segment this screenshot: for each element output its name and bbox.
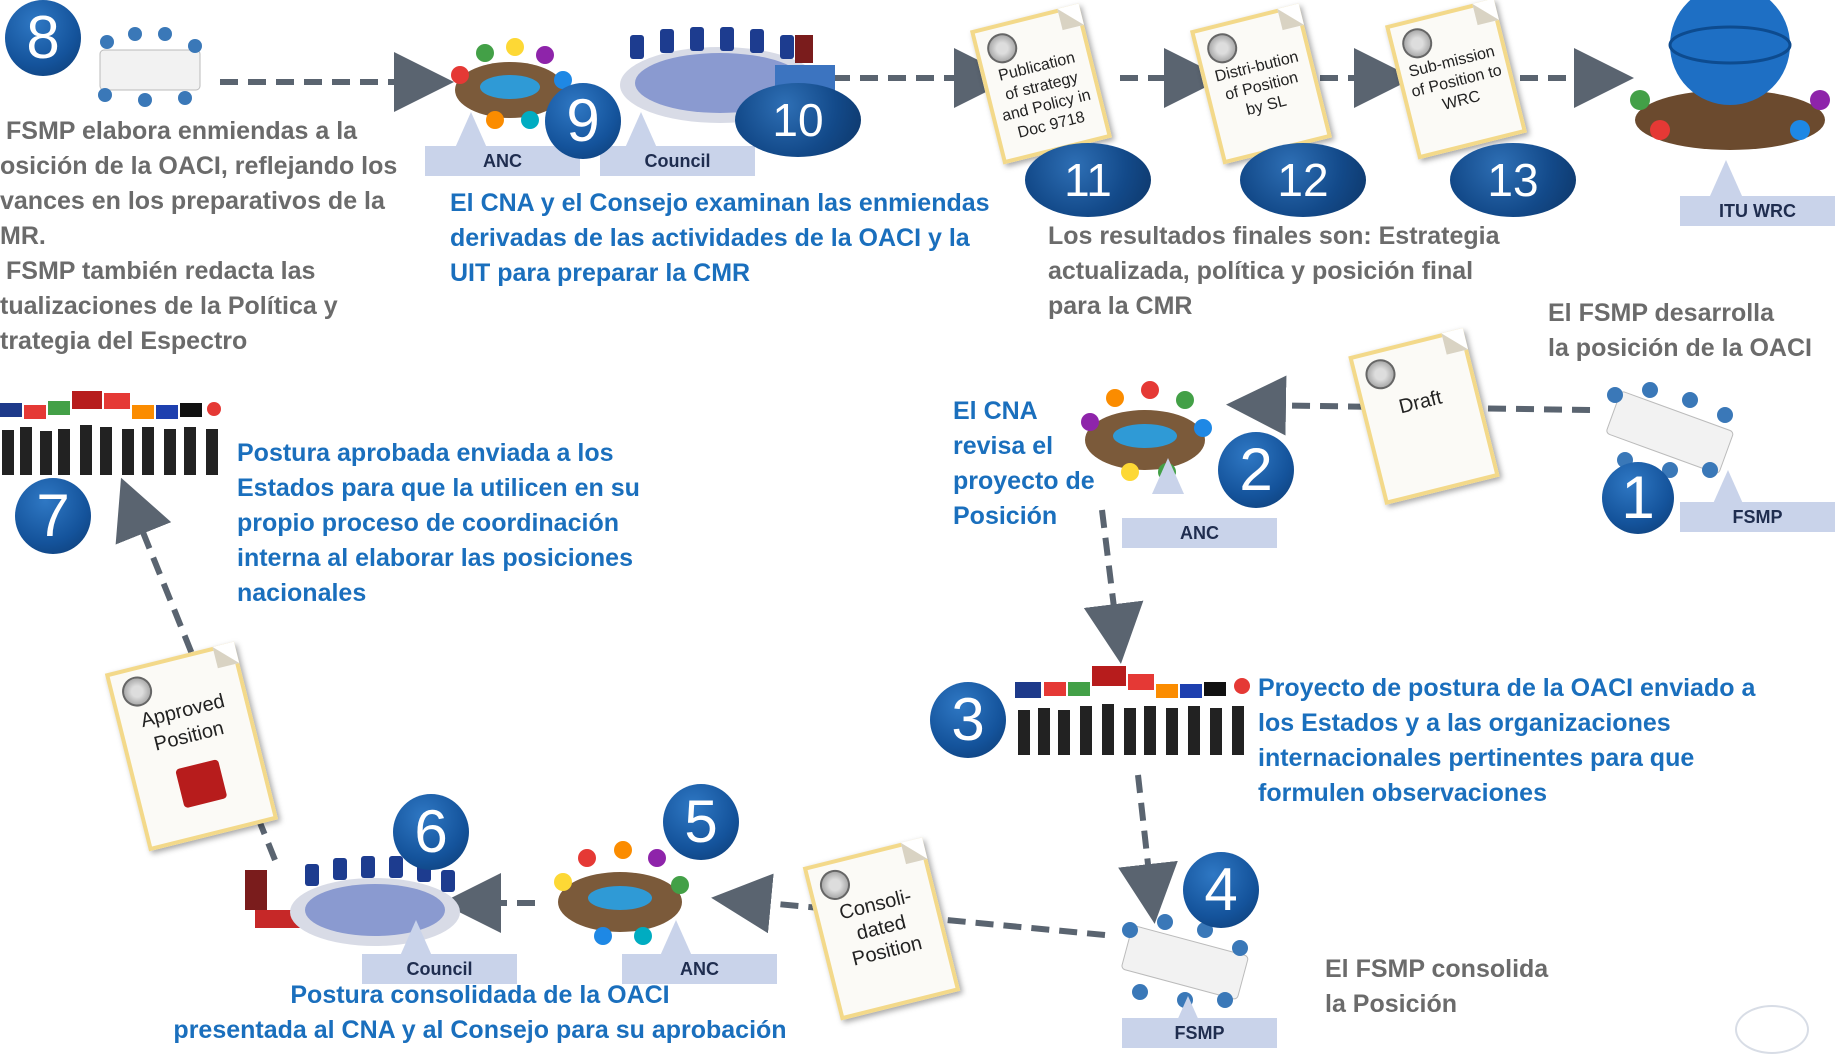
step-number-12: 12 (1240, 143, 1366, 217)
text-line: Postura aprobada enviada a los (237, 439, 614, 467)
text-line: Posición (953, 502, 1058, 530)
text-line: nacionales (237, 579, 367, 607)
text-line: El FSMP consolida (1325, 955, 1549, 983)
text-line: formulen observaciones (1258, 779, 1547, 807)
anc-round-table-icon (1081, 381, 1212, 481)
step-number-2: 2 (1218, 432, 1294, 508)
icao-seal-icon (1362, 356, 1399, 393)
text-line: vances en los preparativos de la (0, 187, 385, 215)
text-line: trategia del Espectro (0, 327, 248, 355)
step5-6-description: Postura consolidada de la OACI presentad… (160, 978, 800, 1048)
tag-pointer (1152, 458, 1184, 494)
tag-anc-mid: ANC (1122, 518, 1277, 548)
text-line: proyecto de (953, 467, 1095, 495)
step8-description: FSMP elabora enmiendas a la osición de l… (0, 114, 397, 359)
text-line: osición de la OACI, reflejando los (0, 152, 398, 180)
text-line: propio proceso de coordinación (237, 509, 619, 537)
tag-anc-bottom: ANC (622, 954, 777, 984)
arrow-3-to-4 (1118, 774, 1178, 924)
text-line: la posición de la OACI (1548, 334, 1812, 362)
text-line: interna al elaborar las posiciones (237, 544, 633, 572)
approved-stamp-icon (174, 759, 227, 809)
text-line: Postura consolidada de la OACI (290, 981, 670, 1009)
step-number-10: 10 (735, 83, 861, 157)
anc-round-table-icon (554, 841, 689, 945)
step-number-11: 11 (1025, 143, 1151, 217)
text-line: presentada al CNA y al Consejo para su a… (173, 1016, 787, 1044)
itu-wrc-globe-icon (1630, 0, 1830, 150)
text-line: actualizada, política y posición final (1048, 257, 1474, 285)
step-number-6: 6 (393, 794, 469, 870)
text-line: FSMP elabora enmiendas a la (6, 117, 358, 145)
text-line: MR. (0, 222, 46, 250)
text-line: Los resultados finales son: Estrategia (1048, 222, 1500, 250)
text-line: internacionales pertinentes para que (1258, 744, 1695, 772)
step-number-4: 4 (1183, 852, 1259, 928)
tag-pointer (455, 112, 487, 148)
text-line: Proyecto de postura de la OACI enviado a (1258, 674, 1756, 702)
step-number-9: 9 (545, 83, 621, 159)
text-line: El FSMP desarrolla (1548, 299, 1775, 327)
text-line: los Estados y a las organizaciones (1258, 709, 1671, 737)
text-line: El CNA (953, 397, 1038, 425)
text-line: UIT para preparar la CMR (450, 259, 751, 287)
anc-round-table-icon (451, 38, 572, 129)
step3-description: Proyecto de postura de la OACI enviado a… (1258, 671, 1755, 811)
step4-description: El FSMP consolida la Posición (1325, 952, 1548, 1022)
tag-pointer (1710, 160, 1742, 196)
states-people-flags-icon (1015, 666, 1250, 755)
arrow-2-to-3 (1083, 509, 1144, 664)
tag-council-bottom: Council (362, 954, 517, 984)
text-line: Estados para que la utilicen en su (237, 474, 640, 502)
tag-pointer (625, 112, 657, 148)
tag-fsmp-right: FSMP (1680, 502, 1835, 532)
text-line: derivadas de las actividades de la OACI … (450, 224, 970, 252)
step-number-8: 8 (5, 0, 81, 76)
tag-council-top: Council (600, 146, 755, 176)
step-number-7: 7 (15, 478, 91, 554)
icao-logo-icon (1735, 1005, 1809, 1054)
tag-itu-wrc: ITU WRC (1680, 196, 1835, 226)
meeting-table-icon (98, 27, 202, 107)
text-line: FSMP también redacta las (6, 257, 316, 285)
step9-10-description: El CNA y el Consejo examinan las enmiend… (450, 186, 990, 291)
step-number-13: 13 (1450, 143, 1576, 217)
text-line: revisa el (953, 432, 1054, 460)
text-line: para la CMR (1048, 292, 1193, 320)
fsmp-meeting-table-icon (1606, 382, 1734, 478)
step-number-3: 3 (930, 682, 1006, 758)
step2-description: El CNA revisa el proyecto de Posición (953, 394, 1095, 534)
tag-anc-top: ANC (425, 146, 580, 176)
step1-description: El FSMP desarrolla la posición de la OAC… (1548, 296, 1812, 366)
text-line: tualizaciones de la Política y (0, 292, 338, 320)
step7-description: Postura aprobada enviada a los Estados p… (237, 436, 640, 611)
states-people-flags-icon (0, 391, 221, 475)
text-line: la Posición (1325, 990, 1457, 1018)
tag-pointer (660, 920, 692, 956)
tag-pointer (400, 920, 432, 956)
tag-pointer (1712, 470, 1744, 506)
final-results-description: Los resultados finales son: Estrategia a… (1048, 219, 1500, 324)
text-line: El CNA y el Consejo examinan las enmiend… (450, 189, 990, 217)
step-number-5: 5 (663, 784, 739, 860)
step-number-1: 1 (1602, 462, 1674, 534)
tag-fsmp-bottom: FSMP (1122, 1018, 1277, 1048)
